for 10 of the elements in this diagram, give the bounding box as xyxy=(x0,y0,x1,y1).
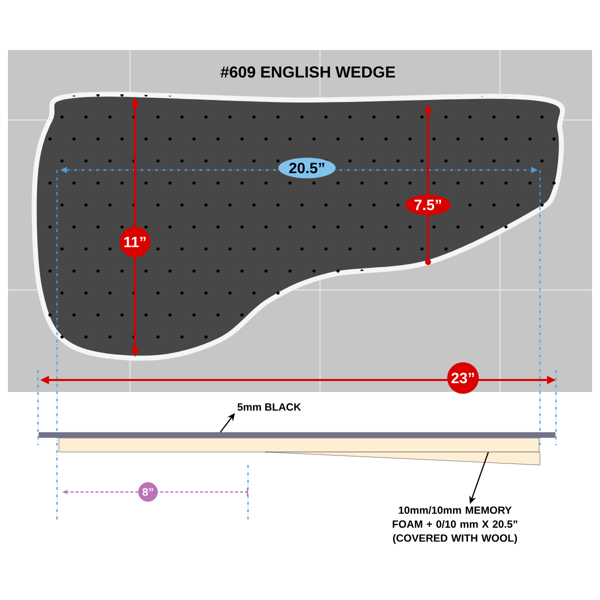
dimension-label: 20.5” xyxy=(278,158,336,178)
layer-label: 10mm/10mm MEMORY FOAM + 0/10 mm X 20.5” (COVERED WITH WOOL) xyxy=(392,506,518,544)
foam-layer xyxy=(58,438,540,466)
dimension-label: 11” xyxy=(120,226,150,258)
dimension-label: 23” xyxy=(447,362,479,394)
dimension-label: 7.5” xyxy=(405,194,451,216)
dimension-label: 8” xyxy=(138,482,158,502)
title: #609 ENGLISH WEDGE xyxy=(220,66,396,78)
layer-label: 5mm BLACK xyxy=(238,403,302,411)
layer-bar xyxy=(38,432,556,438)
